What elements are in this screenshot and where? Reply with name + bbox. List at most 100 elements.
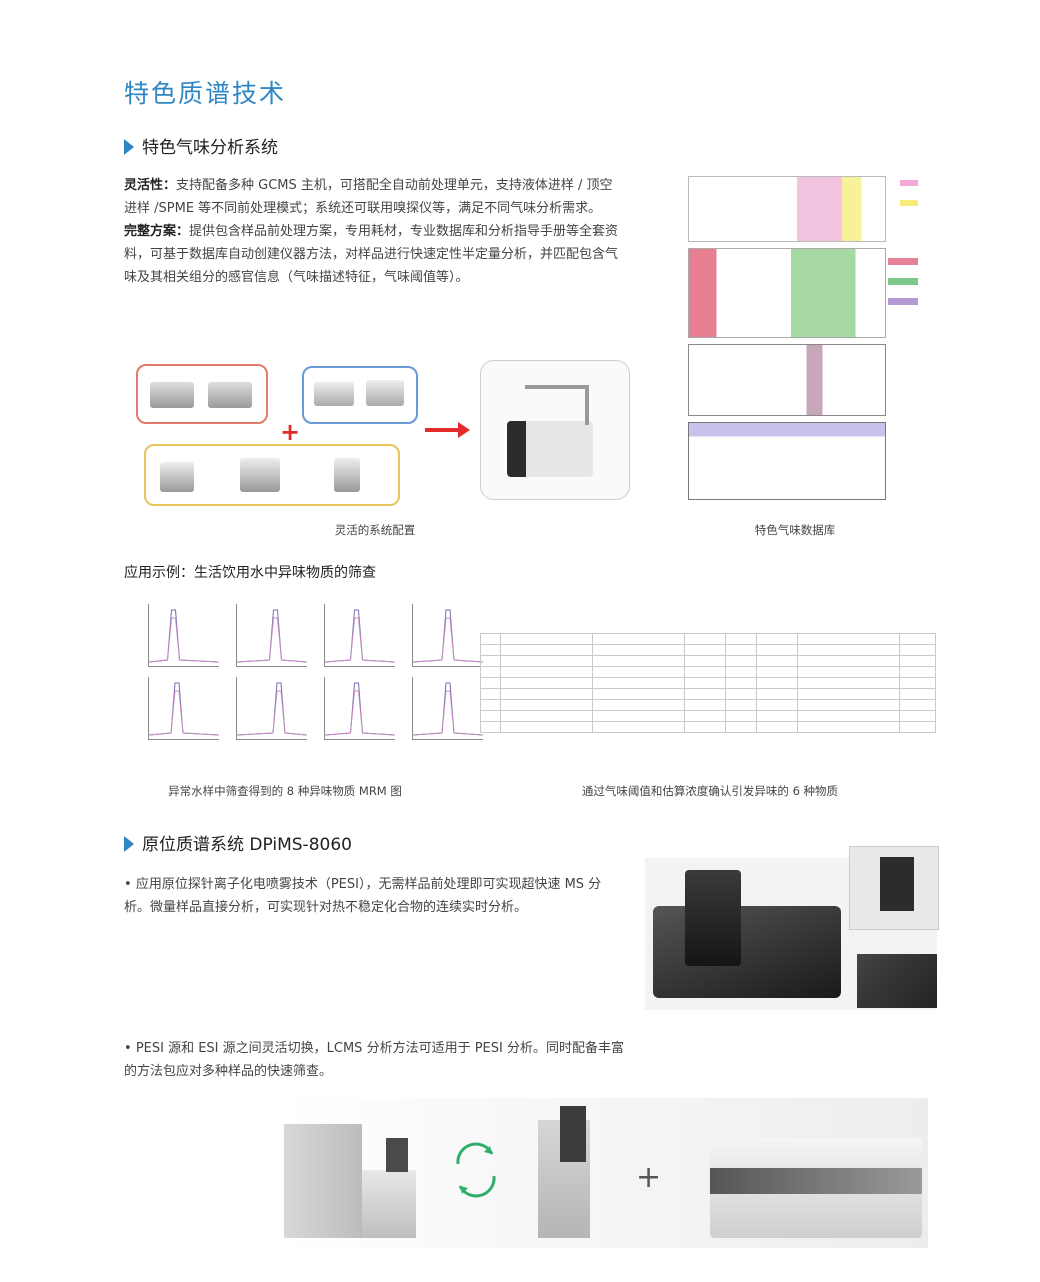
table-cell: [684, 688, 727, 700]
bullet-pesi-text: 应用原位探针离子化电喷雾技术（PESI），无需样品前处理即可实现超快速 MS 分…: [124, 877, 602, 915]
table-cell: [500, 688, 594, 700]
table-cell: [899, 666, 936, 678]
table-cell: [592, 666, 686, 678]
spectrum-trace: [325, 690, 395, 736]
section-heading-text: 特色气味分析系统: [142, 138, 278, 158]
pesi-source: [685, 870, 741, 966]
table-cell: [725, 721, 758, 733]
flexibility-text: 支持配备多种 GCMS 主机，可搭配全自动前处理单元，支持液体进样 / 顶空进样…: [124, 178, 613, 216]
dpims-body: [653, 906, 841, 998]
table-cell: [684, 721, 727, 733]
table-cell: [899, 699, 936, 711]
bullet-dot-icon: •: [124, 1041, 136, 1056]
plus-icon: +: [636, 1160, 662, 1195]
mrm-spectrum: [148, 677, 219, 740]
table-cell: [500, 655, 594, 667]
table-cell: [756, 721, 798, 733]
esi-source: [386, 1138, 408, 1172]
table-row: [479, 710, 936, 722]
table-cell: [479, 633, 502, 645]
arrow-head: [458, 422, 470, 438]
table-cell: [500, 721, 594, 733]
db-table-image: [688, 176, 886, 242]
table-cell: [479, 666, 502, 678]
gcms-instrument-1: [150, 382, 194, 408]
sniffer-options-box: [302, 366, 418, 424]
sniffer-instrument: [314, 382, 354, 406]
table-cell: [796, 666, 901, 678]
section-heading-dpims: 原位质谱系统 DPiMS-8060: [124, 830, 352, 855]
spectrum-svg: [325, 609, 395, 663]
spectrum-trace: [237, 617, 307, 663]
table-cell: [899, 644, 936, 656]
system-config-diagram: +: [132, 350, 477, 510]
solution-paragraph: 完整方案：提供包含样品前处理方案，专用耗材，专业数据库和分析指导手册等全套资料，…: [124, 220, 624, 289]
pesi-probe: [560, 1106, 586, 1162]
mrm-spectrum: [236, 677, 307, 740]
table-cell: [725, 688, 758, 700]
legend-swatch-yellow: [900, 200, 918, 206]
table-cell: [592, 710, 686, 722]
spectrum-trace: [149, 690, 219, 736]
section-heading-odor: 特色气味分析系统: [124, 133, 278, 158]
table-cell: [479, 688, 502, 700]
spectrum-svg: [237, 682, 307, 736]
table-cell: [756, 677, 798, 689]
mrm-spectra-grid: [148, 604, 483, 740]
table-cell: [479, 721, 502, 733]
table-cell: [500, 699, 594, 711]
spectrum-svg: [149, 682, 219, 736]
solution-label: 完整方案：: [124, 224, 190, 239]
legend-swatch-pink: [900, 180, 918, 186]
table-cell: [796, 644, 901, 656]
table-cell: [479, 677, 502, 689]
database-table-2: [688, 248, 886, 338]
opv-instrument: [366, 380, 404, 406]
ms-stripe: [710, 1168, 922, 1194]
table-cell: [796, 688, 901, 700]
table-cell: [725, 677, 758, 689]
spectrum-svg: [413, 609, 483, 663]
table-cell: [796, 633, 901, 645]
dpims-image: [645, 846, 939, 1010]
optic-4: [334, 458, 360, 492]
table-cell: [684, 633, 727, 645]
chevron-right-icon: [124, 139, 134, 155]
chevron-right-icon: [124, 836, 134, 852]
gcms-body: [507, 421, 593, 477]
spectrum-trace: [149, 682, 219, 736]
probe-closeup-1: [849, 846, 939, 930]
table-cell: [899, 688, 936, 700]
table-cell: [592, 644, 686, 656]
spectrum-trace: [237, 682, 307, 736]
table-cell: [684, 699, 727, 711]
database-table-4: [688, 422, 886, 500]
table-cell: [479, 699, 502, 711]
aoc-autosampler: [160, 462, 194, 492]
table-cell: [592, 688, 686, 700]
caption-database: 特色气味数据库: [754, 523, 836, 537]
spectrum-svg: [149, 609, 219, 663]
switch-arrows-icon: [456, 1142, 496, 1198]
table-cell: [796, 677, 901, 689]
table-cell: [796, 699, 901, 711]
flexibility-paragraph: 灵活性：支持配备多种 GCMS 主机，可搭配全自动前处理单元，支持液体进样 / …: [124, 174, 624, 220]
table-cell: [899, 633, 936, 645]
spectrum-trace: [413, 690, 483, 736]
table-cell: [756, 699, 798, 711]
table-cell: [796, 710, 901, 722]
mrm-spectrum: [412, 604, 483, 667]
mrm-spectrum: [412, 677, 483, 740]
solution-text: 提供包含样品前处理方案，专用耗材，专业数据库和分析指导手册等全套资料，可基于数据…: [124, 224, 619, 285]
table-cell: [500, 666, 594, 678]
table-row: [479, 721, 936, 733]
gcms-options-box: [136, 364, 268, 424]
lc-stack: [284, 1124, 362, 1238]
table-cell: [725, 666, 758, 678]
table-cell: [500, 633, 594, 645]
spectrum-svg: [413, 682, 483, 736]
table-row: [479, 688, 936, 700]
table-cell: [725, 710, 758, 722]
table-cell: [479, 644, 502, 656]
spectrum-plot: [324, 677, 395, 740]
